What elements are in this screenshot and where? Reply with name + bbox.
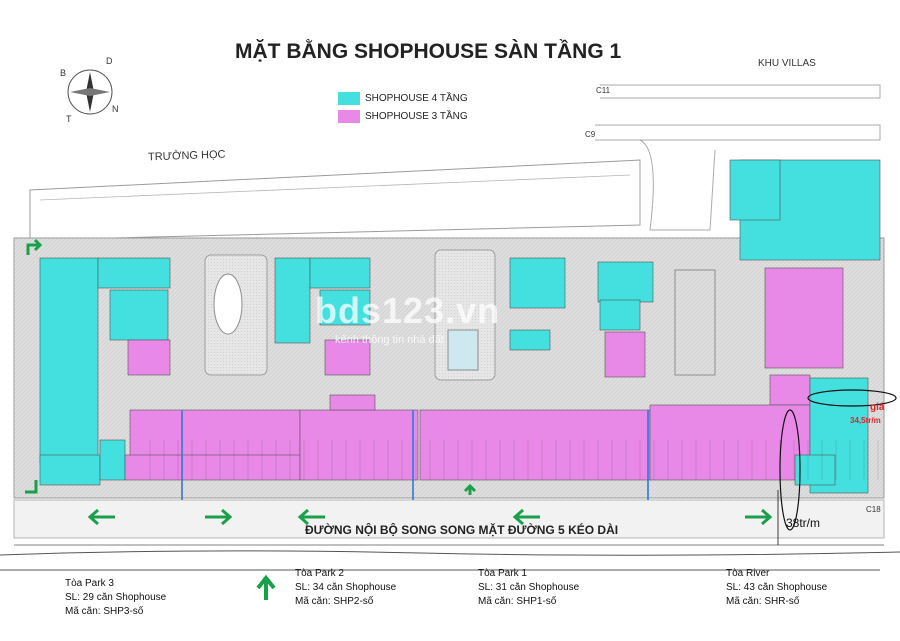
panel-count: SL: 31 căn Shophouse [478,582,580,593]
watermark: bds123.vn [315,290,501,331]
ramp-right [674,269,716,376]
c11-label: C11 [596,86,611,95]
shophouse-block-4-floor [97,257,171,289]
shophouse-block-3-floor [649,404,811,481]
shophouse-block-4-floor [39,257,99,464]
shophouse-block-3-floor [769,374,811,406]
panel-park-1: Tòa Park 1 SL: 31 căn Shophouse Mã căn: … [478,560,678,630]
panel-name: Tòa Park 3 [65,578,114,589]
plaza-curve [639,139,716,231]
panel-count: SL: 34 căn Shophouse [295,582,397,593]
compass-letter-b: B [60,68,67,78]
panel-count: SL: 43 căn Shophouse [726,582,828,593]
price-red-value: 34,5tr/m [850,416,881,425]
panel-name: Tòa River [726,568,770,579]
shophouse-block-3-floor [299,409,419,481]
up-arrow [256,574,276,600]
price-ellipse-2 [807,389,897,407]
direction-arrow [87,508,115,526]
page-title: MẶT BẰNG SHOPHOUSE SÀN TẦNG 1 [235,40,622,63]
legend-label: SHOPHOUSE 4 TẦNG [365,93,468,104]
shophouse-block-4-floor [39,454,101,486]
shophouse-block-3-floor [324,339,371,376]
direction-arrow [297,508,325,526]
compass-letter-t: T [66,114,72,124]
c18-label: C18 [866,505,881,514]
villas-label: KHU VILLAS [758,58,816,69]
panel-name: Tòa Park 2 [295,568,344,579]
school-outline [29,159,641,241]
compass [67,69,113,115]
direction-arrow [512,508,540,526]
legend-swatch-cyan [338,92,360,105]
shophouse-block-4-floor [597,261,654,303]
panel-park-3: Tòa Park 3 SL: 29 căn Shophouse Mã căn: … [65,560,265,630]
shophouse-block-3-floor [329,394,376,411]
panel-river: Tòa River SL: 43 căn Shophouse Mã căn: S… [726,560,900,630]
shophouse-block-4-floor [99,439,126,481]
compass-letter-n: N [112,104,119,114]
shophouse-block-3-floor [419,409,651,481]
shophouse-block-4-floor [794,454,836,486]
shophouse-block-4-floor [509,257,566,309]
pool [213,273,243,335]
panel-name: Tòa Park 1 [478,568,527,579]
school-inner-line [39,174,631,201]
panel-count: SL: 29 căn Shophouse [65,592,167,603]
villa-outline-c11 [600,84,881,99]
c9-label: C9 [585,130,596,139]
shophouse-block-3-floor [764,267,844,369]
legend-label: SHOPHOUSE 3 TẦNG [365,111,468,122]
legend-swatch-magenta [338,110,360,123]
price-main: 38tr/m [786,516,821,530]
central-feature [447,329,479,371]
price-red-label: giá [870,402,885,413]
panel-code: Mã căn: SHP1-số [478,596,557,607]
shophouse-block-4-floor [319,289,371,326]
direction-arrow [25,480,38,494]
direction-arrow [745,508,773,526]
shophouse-block-3-floor [124,454,301,481]
price-ellipse-1 [779,409,801,531]
villa-outline-c9 [595,124,881,141]
internal-road [13,499,885,539]
direction-arrow [205,508,233,526]
direction-arrow [26,238,43,255]
watermark-sub: kênh thông tin nhà đất [335,334,444,346]
panel-code: Mã căn: SHR-số [726,596,800,607]
direction-arrow [463,483,477,495]
panel-code: Mã căn: SHP2-số [295,596,374,607]
panel-park-2: Tòa Park 2 SL: 34 căn Shophouse Mã căn: … [295,560,495,630]
lower-road-line [0,550,900,556]
shophouse-block-3-floor [127,339,171,376]
shophouse-block-4-floor [509,329,551,351]
shophouse-block-4-floor [599,299,641,331]
shophouse-block-4-floor [309,257,371,289]
shophouse-block-4-floor [109,289,169,341]
shophouse-block-3-floor [604,331,646,378]
panel-code: Mã căn: SHP3-số [65,606,144,617]
road-label: ĐƯỜNG NỘI BỘ SONG SONG MẶT ĐƯỜNG 5 KÉO D… [305,523,619,537]
shophouse-block-4-floor [729,159,781,221]
compass-letter-d: D [106,56,113,66]
shophouse-block-4-floor [274,257,311,344]
